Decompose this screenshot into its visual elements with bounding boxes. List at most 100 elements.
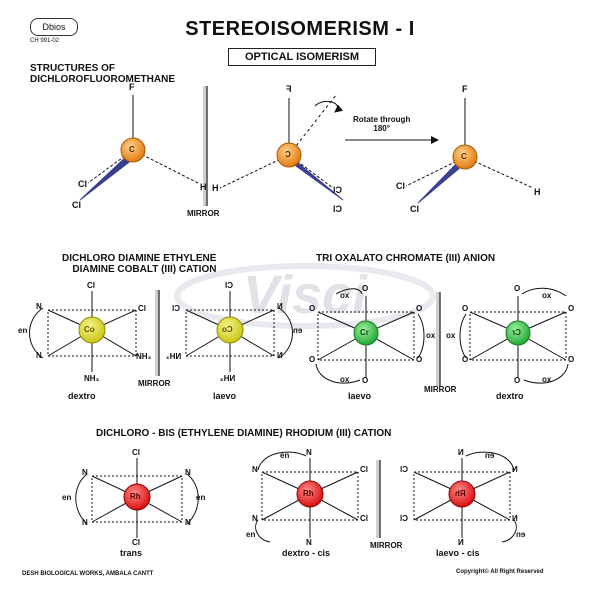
section4-heading: DICHLORO - BIS (ETHYLENE DIAMINE) RHODIU… [96,428,392,439]
cr-d-O-br: O [568,355,575,364]
rotate-label-line2: 180° [373,124,390,133]
mirror-4 [376,460,381,538]
rh-d-Cl-br: Cl [360,514,368,523]
rh-t-N-br: N [185,518,191,527]
atom-label-H: H [200,182,207,192]
label-dextro-co: dextro [68,391,96,401]
rotate-label: Rotate through 180° [353,115,410,133]
cr-d-O-top: O [514,284,521,293]
rh-l-Cl-tl: Cl [400,465,408,474]
carbon-atom [276,142,302,168]
atom-label-F: F [129,82,135,92]
chromium-atom [505,320,531,346]
cr-d-O-bottom: O [514,376,521,385]
rotate-label-line1: Rotate through [353,115,411,124]
rh-l-N-top: N [458,448,464,457]
rhodium-atom [296,480,324,508]
section2-heading-line2: DIAMINE COBALT (III) CATION [72,264,217,275]
rh-d-N-tl: N [252,465,258,474]
page-title: STEREOISOMERISM - I [185,18,415,40]
cr-l-O-tl: O [309,304,316,313]
rh-t-N-tr: N [185,468,191,477]
co-d-Cl-top: Cl [87,281,95,290]
label-dextro-cis: dextro - cis [282,548,331,558]
cr-l-O-br: O [416,355,423,364]
atom-label-Cl-3-wedge: Cl [410,204,419,214]
co-l-nh3-left: NH₃ [166,352,182,361]
section1-heading-line1: STRUCTURES OF [30,63,115,74]
label-laevo-cis: laevo - cis [436,548,480,558]
rh-t-center: Rh [130,492,141,501]
footer-publisher: DESH BIOLOGICAL WORKS, AMBALA CANTT [22,571,154,577]
cr-d-O-tl: O [462,304,469,313]
page-subtitle: OPTICAL ISOMERISM [228,48,376,66]
rh-t-Cl-bottom: Cl [132,538,140,547]
label-laevo-co: laevo [213,391,237,401]
cr-d-ox-left: ox [446,331,456,340]
co-d-N-bottom: N [36,351,42,360]
rh-l-N-tr: N [512,465,518,474]
co-l-center: Co [222,325,233,334]
rhodium-trans [75,458,199,538]
atom-label-Cl-3: Cl [396,181,405,191]
atom-label-Cl: Cl [78,179,87,189]
cr-l-O-tr: O [416,304,423,313]
rh-t-N-tl: N [82,468,88,477]
section1-heading: STRUCTURES OF DICHLOROFLUOROMETHANE [30,63,175,85]
co-d-en: en [18,326,28,335]
chromium-atom [353,320,379,346]
rh-d-N-bottom: N [306,538,312,547]
co-d-nh3-bottom: NH₃ [84,374,100,383]
cr-d-O-bl: O [462,355,469,364]
watermark-logo: Visci [174,263,436,329]
atom-label-H-3: H [534,187,541,197]
carbon-atom [120,137,146,163]
carbon-atom [452,144,478,170]
molecule-3 [405,98,534,204]
rh-t-en-left: en [62,493,72,502]
rh-d-en-top: en [280,451,290,460]
mirror-label-4: MIRROR [370,541,403,550]
mirror-label-3: MIRROR [424,385,457,394]
rh-l-en-top: en [485,451,495,460]
atom-label-Cl-2: Cl [333,185,342,195]
rh-l-N-br: N [512,514,518,523]
section3-heading: TRI OXALATO CHROMATE (III) ANION [316,253,496,264]
rh-d-en-bottom: en [246,530,256,539]
mirror-1 [203,86,208,206]
cobalt-laevo [185,291,293,372]
rh-t-N-bl: N [82,518,88,527]
rhodium-atom [123,483,151,511]
cr-d-center: Cr [512,328,521,337]
cr-l-center: Cr [360,328,369,337]
co-l-Cl-left: Cl [172,304,180,313]
co-d-Cl-right: Cl [138,304,146,313]
co-d-center: Co [84,325,95,334]
label-trans: trans [120,548,143,558]
mirror-3 [436,292,441,386]
molecule-1 [79,95,199,201]
chromium-dextro [459,287,569,384]
rh-d-Cl-tr: Cl [360,465,368,474]
atom-label-Cl-2-wedge: Cl [333,204,342,214]
section1-heading-line2: DICHLOROFLUOROMETHANE [30,74,175,85]
rhodium-laevo-cis [413,451,517,543]
center-label-C-2: C [285,150,291,159]
publisher-logo: Dbios [30,18,78,36]
atom-label-F-3: F [462,84,468,94]
rhodium-dextro-cis [255,451,359,543]
rh-d-center: Rh [303,489,314,498]
rh-t-Cl-top: Cl [132,448,140,457]
label-laevo-cr: laevo [348,391,372,401]
cobalt-dextro [29,291,137,372]
cobalt-atom [216,316,244,344]
center-label-C: C [129,145,135,154]
cr-l-ox-top: ox [340,291,350,300]
cr-l-ox-right: ox [426,331,436,340]
rh-l-N-bottom: N [458,538,464,547]
cr-l-ox-bottom: ox [340,375,350,384]
footer-copyright: Copyright© All Right Reserved [456,569,544,575]
cr-l-O-top: O [362,284,369,293]
rotation-arrow-icon [314,100,343,113]
